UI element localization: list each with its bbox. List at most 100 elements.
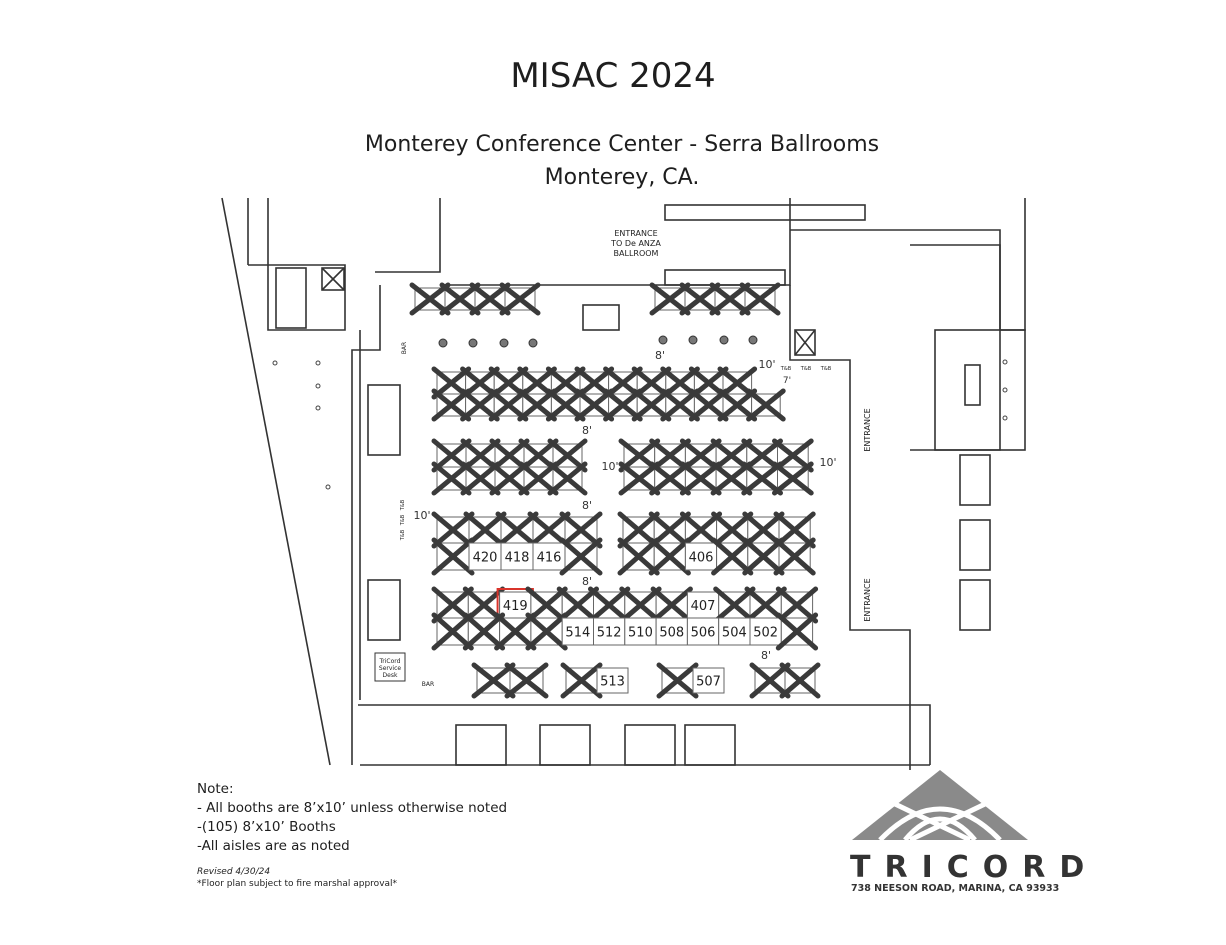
booth[interactable] [588, 586, 631, 624]
sold-x-mark [649, 282, 691, 316]
booth[interactable] [574, 388, 615, 422]
booth[interactable] [688, 388, 729, 422]
booth[interactable] [710, 438, 753, 473]
booth[interactable] [618, 461, 661, 496]
sold-x-mark [560, 662, 603, 699]
booth[interactable] [499, 282, 541, 316]
booth[interactable] [679, 282, 721, 316]
booth[interactable] [619, 586, 662, 624]
booth-cell[interactable] [624, 617, 657, 646]
booth[interactable] [631, 388, 672, 422]
booth[interactable]: 502 [749, 617, 782, 646]
booth[interactable] [775, 612, 819, 651]
booth[interactable]: 419 [496, 588, 534, 622]
booth-cell[interactable] [593, 617, 626, 646]
booth[interactable] [409, 282, 451, 316]
booth-cell[interactable] [596, 667, 629, 694]
booth[interactable] [649, 461, 691, 496]
booth-cell[interactable] [692, 667, 725, 694]
booth[interactable] [488, 388, 529, 422]
booth[interactable] [431, 537, 475, 576]
booth[interactable] [460, 461, 501, 496]
booth[interactable] [749, 662, 791, 699]
booth-cell[interactable] [686, 591, 720, 619]
booth[interactable] [560, 662, 603, 699]
booth[interactable] [525, 586, 568, 624]
booth[interactable] [504, 662, 549, 699]
booth[interactable] [431, 511, 475, 549]
booth[interactable] [772, 461, 814, 496]
booth[interactable] [517, 388, 557, 422]
booth[interactable] [717, 388, 758, 422]
booth[interactable] [518, 438, 559, 473]
booth[interactable] [775, 586, 819, 624]
booth[interactable] [460, 388, 500, 422]
booth-cell[interactable] [500, 542, 534, 571]
booth[interactable] [518, 461, 559, 496]
booth[interactable]: 508 [655, 617, 688, 646]
booth[interactable] [547, 461, 588, 496]
booth[interactable] [495, 511, 539, 549]
booth[interactable]: 416 [532, 542, 566, 571]
booth[interactable] [603, 388, 643, 422]
booth[interactable]: 512 [593, 617, 626, 646]
booth[interactable] [649, 282, 691, 316]
booth[interactable] [660, 388, 700, 422]
booth[interactable]: 507 [692, 667, 725, 694]
booth-cell[interactable] [686, 617, 720, 646]
booth[interactable]: 506 [686, 617, 720, 646]
booth[interactable] [462, 612, 506, 651]
booth[interactable]: 407 [686, 591, 720, 619]
booth[interactable] [713, 586, 756, 624]
booth[interactable] [469, 282, 511, 316]
sold-x-mark [588, 586, 631, 624]
booth[interactable] [742, 537, 785, 576]
booth[interactable] [439, 282, 481, 316]
booth[interactable] [489, 461, 530, 496]
booth[interactable] [617, 537, 660, 576]
booth[interactable]: 420 [468, 542, 502, 571]
booth-cell[interactable] [561, 617, 595, 646]
aisle-label: 8' [655, 349, 665, 362]
booth[interactable]: 510 [624, 617, 657, 646]
booth[interactable] [679, 461, 722, 496]
booth-cell[interactable] [468, 542, 502, 571]
aisle-label: 8' [761, 649, 771, 662]
booth[interactable] [650, 586, 693, 624]
booth-cell[interactable] [684, 542, 718, 571]
de-anza-entrance-label: BALLROOM [614, 249, 659, 258]
booth[interactable] [711, 537, 754, 576]
booth[interactable] [431, 388, 472, 422]
booth[interactable] [648, 537, 691, 576]
sold-x-mark [462, 612, 506, 651]
booth[interactable] [648, 511, 691, 549]
booth[interactable]: 504 [718, 617, 751, 646]
booth[interactable]: 513 [596, 667, 629, 694]
booth[interactable] [746, 388, 786, 422]
booth[interactable] [656, 662, 699, 699]
sold-x-mark [469, 282, 511, 316]
plan-text: ENTRANCE TO De ANZA BALLROOM ENTRANCE EN… [379, 229, 872, 688]
booth[interactable] [545, 388, 586, 422]
booth[interactable] [739, 282, 781, 316]
booth[interactable] [494, 612, 537, 651]
booth[interactable]: 418 [500, 542, 534, 571]
booth[interactable] [431, 461, 472, 496]
booth-cell[interactable] [532, 542, 566, 571]
booth[interactable] [741, 461, 783, 496]
booth[interactable] [431, 612, 474, 651]
sold-x-mark [679, 461, 722, 496]
booth[interactable] [773, 537, 816, 576]
booth[interactable] [710, 461, 753, 496]
booth[interactable] [559, 537, 603, 576]
sold-x-mark [709, 282, 751, 316]
booth-cell[interactable] [749, 617, 782, 646]
booth[interactable]: 514 [561, 617, 595, 646]
booth[interactable] [471, 662, 516, 699]
booth[interactable] [559, 511, 603, 549]
booth[interactable] [779, 662, 821, 699]
sold-x-mark [559, 511, 603, 549]
booth[interactable]: 406 [684, 542, 718, 571]
booth[interactable] [525, 612, 568, 651]
booth[interactable] [709, 282, 751, 316]
